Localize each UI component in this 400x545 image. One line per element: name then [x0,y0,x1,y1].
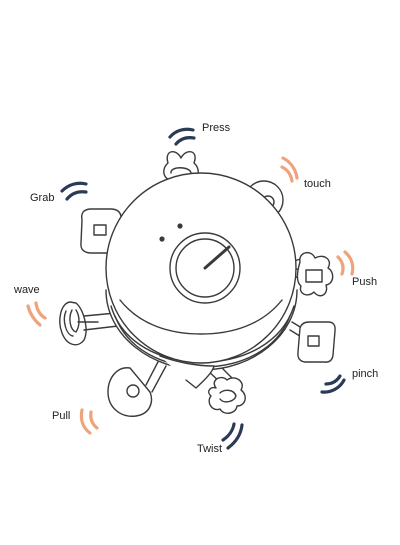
wave-label: wave [14,284,40,296]
twist-label: Twist [197,443,223,455]
toy-face [159,223,241,304]
face-eye-right [177,223,183,229]
pinch-square-paddle [289,321,336,363]
push-label: Push [352,276,378,288]
push-motion-mark [336,250,355,276]
face-eye-left [159,236,165,242]
press-label: Press [202,122,231,134]
pull-handle [107,357,167,417]
touch-label: touch [304,178,331,190]
twist-motion-mark [221,422,244,450]
touch-motion-mark [280,156,299,183]
pull-label: Pull [52,410,71,422]
pinch-label: pinch [352,368,379,380]
pinch-motion-mark [320,374,346,394]
grab-label: Grab [30,192,55,204]
dial-inner-ring [175,238,235,298]
press-motion-mark [168,127,196,146]
twist-knob [204,359,246,414]
wave-motion-mark [26,301,47,327]
wave-side-wheel [59,301,119,346]
grab-motion-mark [60,181,88,201]
push-plunger-knob [288,251,334,297]
dial-needle [203,245,231,270]
pull-motion-mark [79,408,99,435]
